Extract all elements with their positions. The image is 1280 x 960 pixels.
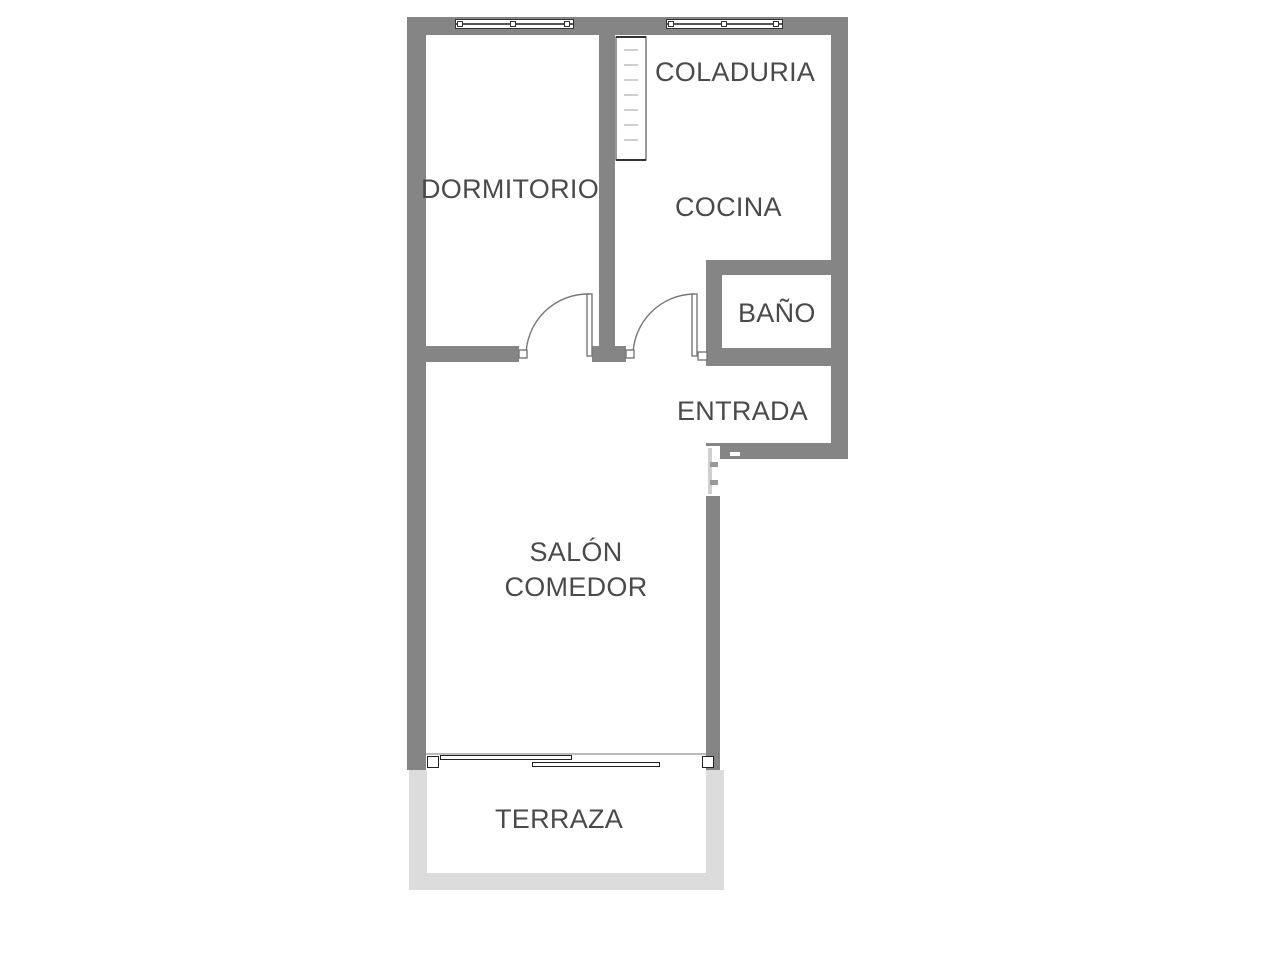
room-label-cocina: COCINA bbox=[675, 192, 782, 222]
room-label-entrada: ENTRADA bbox=[677, 396, 809, 426]
room-label-dormitorio: DORMITORIO bbox=[421, 174, 599, 204]
wall-bano-top bbox=[706, 260, 848, 275]
window-mullion bbox=[773, 21, 779, 27]
terrace-wall-right bbox=[706, 770, 724, 890]
door-dormitorio-icon bbox=[518, 293, 593, 359]
wall-dormitorio-cocina bbox=[599, 17, 615, 362]
room-label-terraza: TERRAZA bbox=[495, 804, 624, 834]
room-label-coladuria: COLADURIA bbox=[655, 57, 816, 87]
laundry-shelf-icon bbox=[615, 36, 647, 161]
sliding-panel-right bbox=[532, 762, 660, 767]
window-mullion bbox=[564, 21, 570, 27]
window-mullion bbox=[721, 21, 727, 27]
window-mullion bbox=[457, 21, 463, 27]
terrace-wall-left bbox=[409, 770, 427, 890]
wall-salon-right bbox=[706, 443, 720, 770]
window-mullion bbox=[668, 21, 674, 27]
window-coladuria bbox=[666, 19, 783, 29]
terrace-wall-bottom bbox=[409, 873, 724, 890]
entrance-door-icon bbox=[706, 446, 740, 496]
wall-bano-bottom bbox=[706, 348, 848, 366]
slider-post-right bbox=[702, 756, 714, 768]
terrace-threshold bbox=[426, 753, 706, 755]
slider-post-left bbox=[427, 756, 439, 768]
wall-left bbox=[407, 17, 426, 770]
room-label-comedor: COMEDOR bbox=[504, 572, 648, 602]
wall-bano-left bbox=[706, 260, 722, 366]
room-label-salon-comedor: SALÓN COMEDOR bbox=[480, 535, 672, 605]
window-dormitorio bbox=[455, 19, 574, 29]
wall-entrance-bottom bbox=[706, 443, 848, 459]
wall-door-stub bbox=[592, 346, 626, 362]
room-label-salon: SALÓN bbox=[529, 537, 623, 567]
wall-dormitorio-bottom bbox=[407, 346, 519, 362]
door-cocina-icon bbox=[625, 293, 708, 361]
room-label-bano: BAÑO bbox=[738, 298, 816, 328]
sliding-panel-left bbox=[440, 755, 572, 760]
window-mullion bbox=[510, 21, 516, 27]
